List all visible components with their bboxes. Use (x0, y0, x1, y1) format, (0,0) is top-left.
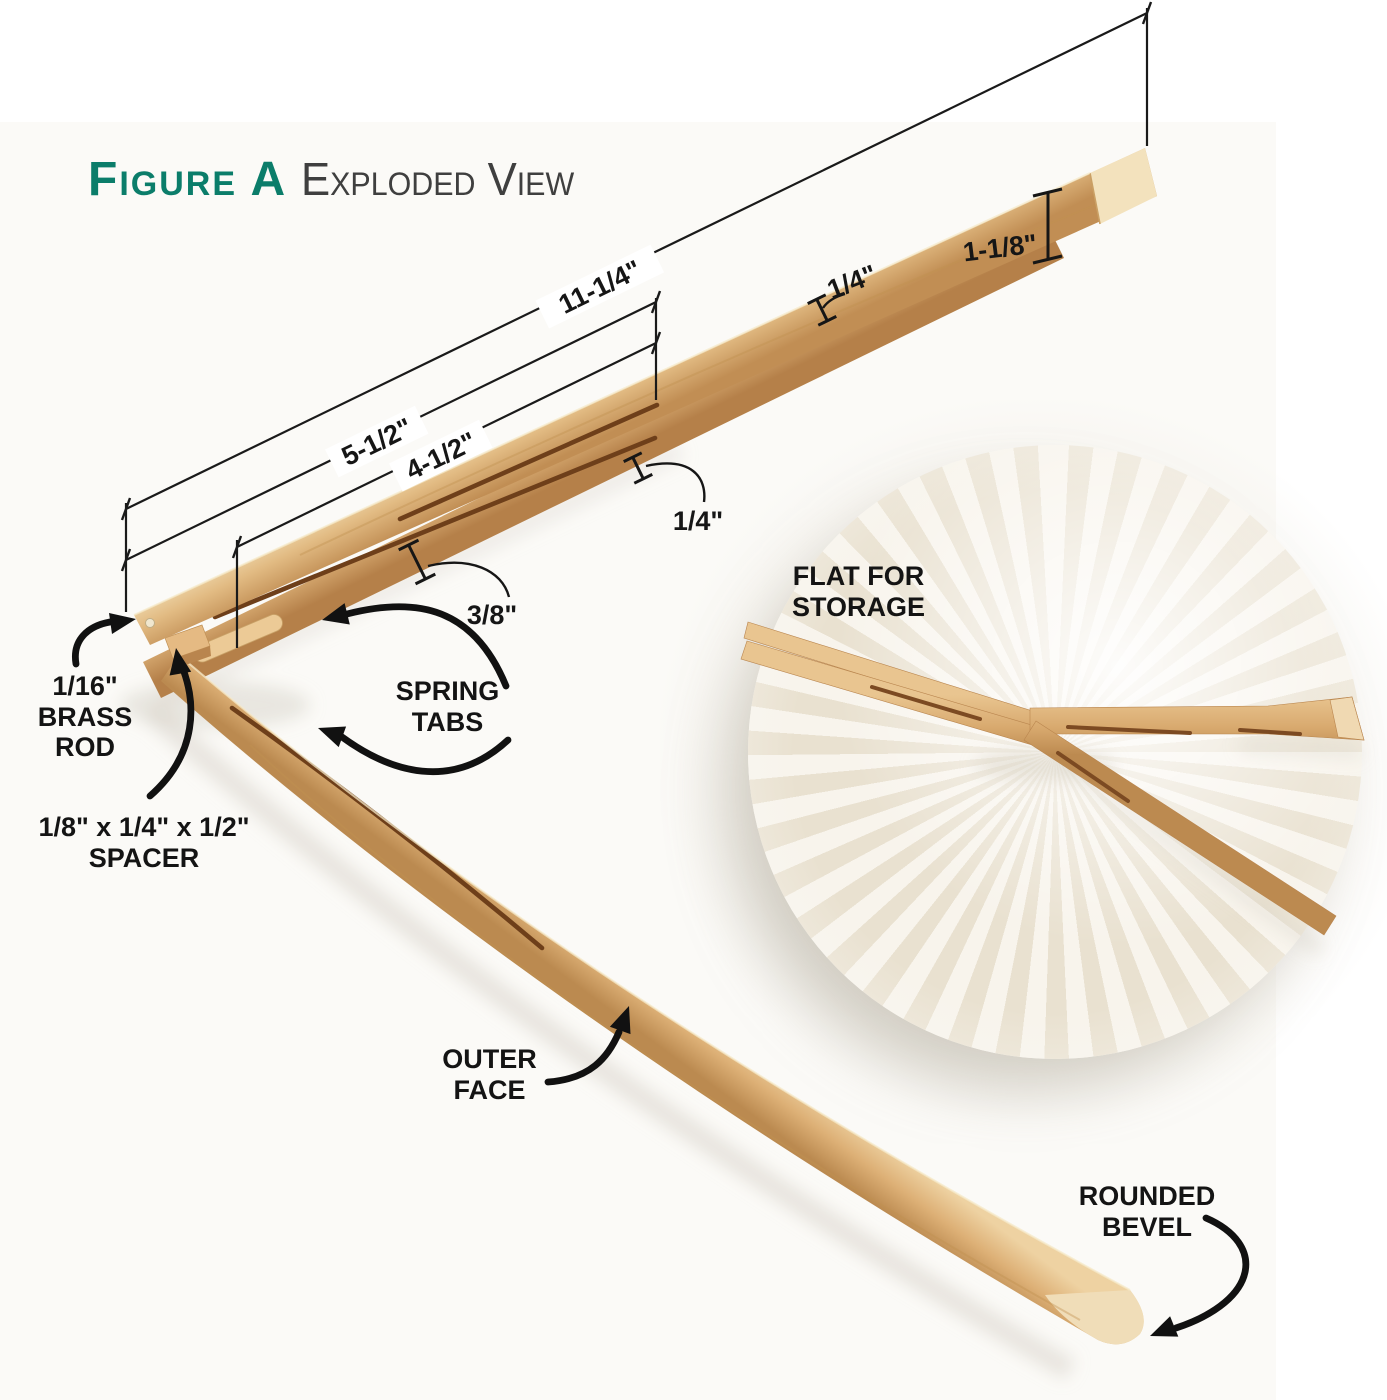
spacer-arrowhead (169, 648, 192, 676)
upper-stick-bevel-facet (1090, 148, 1157, 224)
label-line: FACE (453, 1074, 526, 1105)
brass-rod-end (145, 618, 155, 628)
label-spring-tabs: SPRING TABS (375, 676, 520, 737)
label-spacer: 1/8" x 1/4" x 1/2" SPACER (6, 812, 282, 873)
label-line: STORAGE (791, 591, 926, 622)
dimension-labels: 11-1/4" 5-1/2" 4-1/2" 1/4" 1-1/8" 1/4" 3… (325, 229, 1039, 630)
label-line: SPRING (395, 676, 500, 706)
thickness-marker-1-4-mid (623, 451, 653, 485)
upper-stick-highlight (133, 172, 1091, 616)
exploded-parts (133, 148, 1157, 1345)
figure-label: Figure A (88, 153, 288, 206)
label-line: FLAT FOR (792, 561, 925, 591)
figure-subtitle: Exploded View (301, 153, 575, 205)
label-line: ROD (55, 732, 115, 762)
label-line: ROUNDED (1078, 1181, 1216, 1211)
label-line: OUTER (442, 1044, 537, 1074)
callout-arrows (71, 603, 1250, 1337)
fan-handle-right-bevel (1329, 696, 1365, 741)
brass-rod-arrow (71, 618, 114, 668)
label-line: BRASS (37, 701, 133, 732)
rounded-bevel-arrowhead (1150, 1316, 1179, 1337)
label-line: TABS (411, 706, 484, 737)
dim-offset-mid: 1/4" (673, 506, 723, 536)
fan-handle-slot (1056, 751, 1130, 803)
inner-stick-slot (212, 435, 658, 620)
label-rounded-bevel: ROUNDED BEVEL (1052, 1181, 1242, 1242)
label-flat-for-storage: FLAT FOR STORAGE (786, 561, 931, 622)
lower-stick (161, 655, 1144, 1345)
label-line: 1/8" x 1/4" x 1/2" (38, 812, 250, 842)
spring-tabs-arrow-lower (338, 733, 512, 775)
spacer-arrow (146, 660, 195, 800)
lower-stick-highlight (178, 654, 1131, 1291)
upper-stick-slot (397, 402, 660, 522)
fan-handle-slot (1238, 728, 1302, 736)
leader-1-4-mid (645, 462, 706, 503)
leader-1-4-top (822, 292, 846, 309)
lower-stick-rounded-bevel-facet (1045, 1290, 1144, 1345)
fan-handle-diagonal (1023, 720, 1337, 936)
thickness-marker-3-8 (398, 538, 436, 586)
spring-tabs-arrowhead-lower (318, 726, 347, 748)
leader-3-8 (427, 561, 511, 598)
fan-handle-left-upper (743, 621, 1043, 731)
outer-face-arrow (544, 1028, 623, 1086)
dim-tab-width: 3/8" (467, 600, 517, 630)
fan-handle-slot (1066, 725, 1192, 735)
upper-stick-grain (299, 204, 1096, 556)
lower-stick-grain (249, 744, 1081, 1321)
upper-stick-facet-edge (1089, 172, 1101, 225)
upper-stick (134, 148, 1157, 645)
label-brass-rod: 1/16" BRASS ROD (18, 671, 152, 763)
dim-overall-length: 11-1/4" (554, 254, 646, 319)
spring-tabs-arrow-upper (343, 603, 510, 690)
thickness-marker-1-4-top (807, 293, 837, 327)
label-line: BEVEL (1101, 1211, 1193, 1242)
brass-rod-arrowhead (109, 613, 136, 634)
fan-photo-handles (740, 621, 1365, 936)
fan-handle-slot (870, 685, 982, 721)
label-outer-face: OUTER FACE (422, 1044, 557, 1105)
spring-tabs-arrowhead-upper (322, 603, 350, 625)
fan-handle-right (1029, 696, 1365, 741)
rounded-bevel-arrow (1172, 1214, 1250, 1332)
lower-stick-slot (229, 705, 545, 951)
outer-face-arrowhead (609, 1006, 631, 1035)
width-marker-1-1-8 (1032, 187, 1063, 265)
label-line: SPACER (88, 842, 200, 873)
label-line: 1/16" (52, 671, 118, 701)
dimension-ticks (120, 1, 1153, 572)
